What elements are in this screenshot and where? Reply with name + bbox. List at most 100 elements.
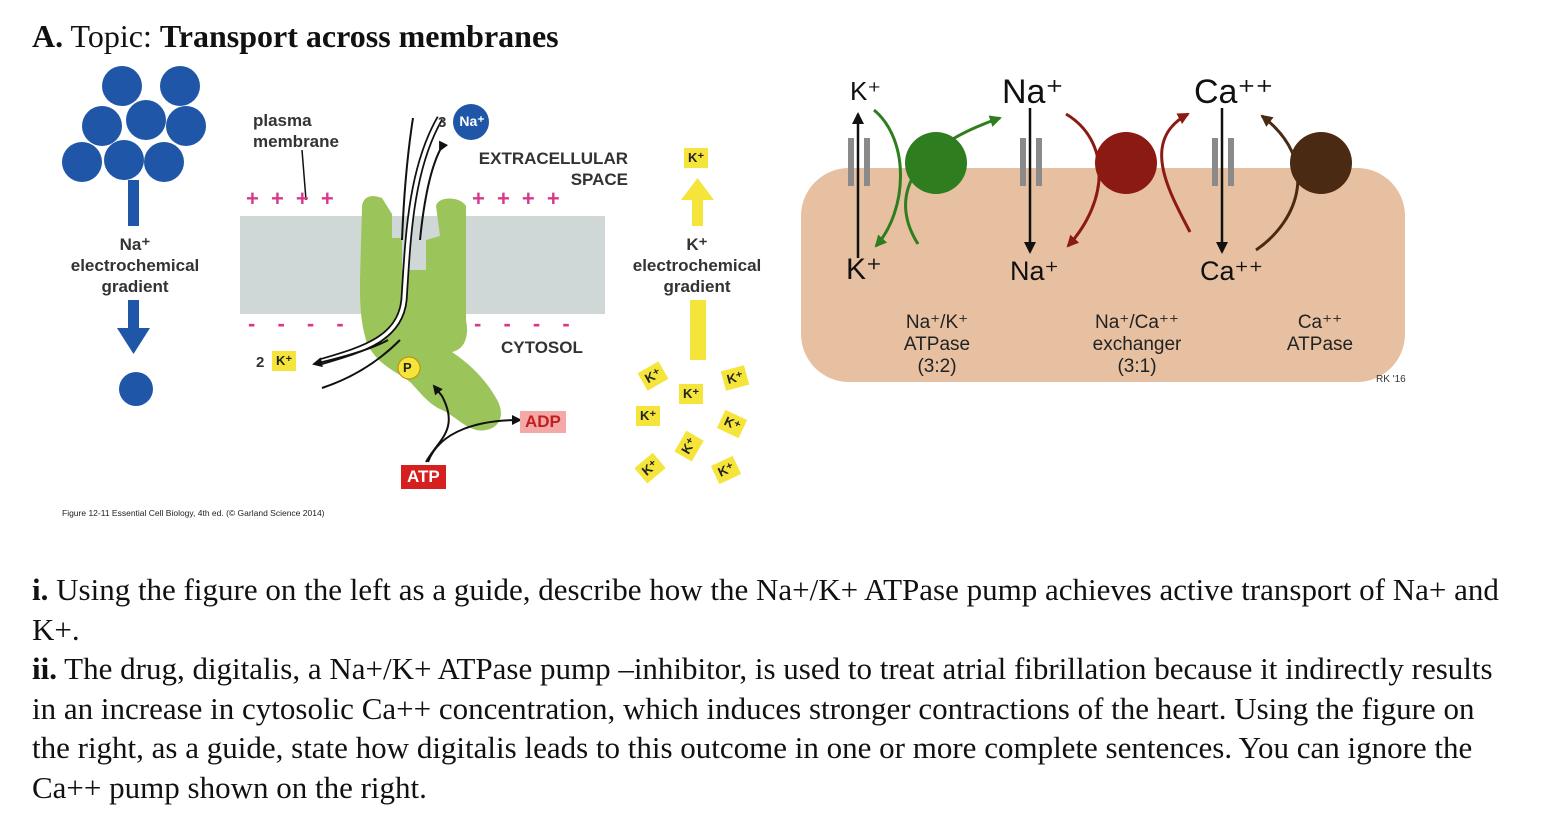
na-k-atpase-label: Na⁺/K⁺ ATPase (3:2) bbox=[882, 312, 992, 378]
plasma-membrane-label: plasma membrane bbox=[253, 110, 339, 152]
k-entry-arrow bbox=[312, 339, 389, 368]
question-2-text: The drug, digitalis, a Na+/K+ ATPase pum… bbox=[32, 651, 1493, 805]
na-ca-exchanger-label-line: exchanger bbox=[1092, 334, 1182, 355]
k-inside-label: K⁺ bbox=[846, 253, 882, 286]
ca-pump-out-arrow bbox=[1255, 114, 1300, 252]
na-inside-label: Na⁺ bbox=[1010, 256, 1059, 286]
k-outside-label: K⁺ bbox=[850, 76, 882, 106]
k-gradient-label-ion: K⁺ bbox=[686, 235, 708, 254]
na-gradient-arrow-shaft bbox=[128, 300, 139, 330]
cell-body bbox=[801, 168, 1405, 382]
k-gradient-arrow-shaft bbox=[692, 196, 703, 226]
phosphate-circle bbox=[397, 356, 421, 380]
na-ca-exchanger-label-line: (3:1) bbox=[1117, 356, 1157, 377]
na-gradient-label: Na⁺ electrochemical gradient bbox=[60, 234, 210, 297]
na-out-arrow bbox=[904, 115, 1002, 245]
figure-caption: Figure 12-11 Essential Cell Biology, 4th… bbox=[62, 508, 325, 518]
na-channel bbox=[1036, 138, 1042, 186]
na-gradient-label-line: gradient bbox=[101, 277, 169, 296]
ca-atpase-label-line: ATPase bbox=[1286, 334, 1354, 355]
na-ion-text: Na⁺ bbox=[459, 113, 485, 129]
ca-inside-label: Ca⁺⁺ bbox=[1200, 256, 1264, 286]
pump-protein bbox=[360, 196, 501, 431]
k-ion-box: K⁺ bbox=[636, 406, 661, 426]
phosphate-label: P bbox=[403, 360, 412, 375]
question-2-number: ii. bbox=[32, 651, 57, 686]
ca-atpase-label-line: Ca⁺⁺ bbox=[1297, 312, 1343, 333]
k-entry-line bbox=[321, 339, 401, 389]
left-figure-graphics bbox=[117, 104, 714, 463]
na-k-atpase-label-line: (3:2) bbox=[917, 356, 957, 377]
k-channel bbox=[848, 138, 854, 186]
na-ca-exchanger-label-line: Na⁺/Ca⁺⁺ bbox=[1095, 312, 1179, 333]
plasma-membrane-pointer bbox=[301, 149, 307, 201]
k-gradient-arrow-head bbox=[681, 178, 714, 200]
ca-out-arrow bbox=[1160, 112, 1192, 233]
na-ion-dot bbox=[126, 100, 166, 140]
plasma-membrane-label-line: membrane bbox=[253, 132, 339, 151]
na-exchange-in-arrow bbox=[1065, 112, 1101, 248]
k-ion-box: K⁺ bbox=[684, 148, 709, 168]
na-ion-dot bbox=[82, 106, 122, 146]
na-ion-dot bbox=[144, 142, 184, 182]
heart-cell-transport-figure: K⁺ Na⁺ Ca⁺⁺ K⁺ Na⁺ Ca⁺⁺ Na⁺/K⁺ ATPase (3… bbox=[790, 60, 1430, 400]
na-k-atpase-label-line: ATPase bbox=[903, 334, 971, 355]
question-1-number: i. bbox=[32, 572, 49, 607]
na-gradient-label-line: electrochemical bbox=[70, 256, 200, 275]
k-gradient-label-line: electrochemical bbox=[632, 256, 762, 275]
na-ion-dot bbox=[62, 142, 102, 182]
question-1-text: Using the figure on the left as a guide,… bbox=[32, 572, 1499, 647]
ca-outside-label: Ca⁺⁺ bbox=[1194, 73, 1274, 111]
question-2: ii. The drug, digitalis, a Na+/K+ ATPase… bbox=[32, 649, 1512, 807]
na-ion-dot bbox=[102, 66, 142, 106]
extracellular-label-line: EXTRACELLULAR bbox=[478, 149, 628, 168]
two-k-count: 2 bbox=[256, 354, 265, 371]
ca-channel bbox=[1212, 138, 1218, 186]
questions: i. Using the figure on the left as a gui… bbox=[32, 570, 1512, 807]
k-gradient-label-line: gradient bbox=[663, 277, 731, 296]
ca-atpase bbox=[1290, 132, 1352, 194]
na-outside-label: Na⁺ bbox=[1002, 73, 1064, 111]
k-ion-box: K⁺ bbox=[679, 384, 704, 404]
na-ion-dot bbox=[160, 66, 200, 106]
ca-channel bbox=[1228, 138, 1234, 186]
section-title: A. Topic: Transport across membranes bbox=[32, 18, 559, 54]
adp-label: ADP bbox=[520, 411, 566, 433]
na-k-pump-figure: Na⁺ electrochemical gradient plasma memb… bbox=[0, 0, 790, 530]
extracellular-label: EXTRACELLULAR SPACE bbox=[470, 148, 628, 190]
na-path-line bbox=[419, 140, 449, 241]
na-ca-exchanger bbox=[1095, 132, 1157, 194]
k-gradient-arrow-shaft bbox=[690, 300, 706, 360]
k-in-arrow bbox=[873, 108, 902, 248]
cytosol-label: CYTOSOL bbox=[501, 338, 583, 357]
k-ion-box: K⁺ bbox=[272, 351, 297, 371]
na-gradient-arrow-shaft bbox=[128, 180, 139, 226]
minus-charges-left: - - - - bbox=[248, 311, 352, 336]
atp-label: ATP bbox=[401, 465, 446, 489]
question-1: i. Using the figure on the left as a gui… bbox=[32, 570, 1512, 649]
plus-charges-right: + + + + bbox=[472, 186, 563, 211]
plus-charges-left: + + + + bbox=[246, 186, 337, 211]
na-k-atpase-label-line: Na⁺/K⁺ bbox=[905, 312, 969, 333]
right-figure-graphics bbox=[801, 108, 1405, 382]
na-ca-exchanger-label: Na⁺/Ca⁺⁺ exchanger (3:1) bbox=[1072, 312, 1202, 378]
atp-to-adp-arrow bbox=[427, 415, 522, 463]
na-path-line bbox=[401, 117, 414, 241]
extracellular-label-line: SPACE bbox=[570, 170, 628, 189]
na-gradient-label-ion: Na⁺ bbox=[119, 235, 151, 254]
minus-charges-right: - - - - bbox=[474, 311, 578, 336]
credit-label: RK '16 bbox=[1376, 374, 1406, 385]
k-gradient-label: K⁺ electrochemical gradient bbox=[624, 234, 770, 297]
plasma-membrane-label-line: plasma bbox=[253, 111, 312, 130]
na-ion-dot bbox=[119, 372, 153, 406]
na-ion-dot bbox=[104, 140, 144, 180]
k-channel bbox=[864, 138, 870, 186]
na-path-arrow bbox=[319, 117, 442, 364]
na-ion-dot bbox=[166, 106, 206, 146]
na-k-pump bbox=[905, 132, 967, 194]
na-gradient-arrow-head bbox=[117, 328, 150, 354]
na-ion-circle bbox=[453, 104, 489, 140]
ca-atpase-label: Ca⁺⁺ ATPase bbox=[1270, 312, 1370, 356]
three-na-count: 3 bbox=[438, 114, 447, 131]
na-channel bbox=[1020, 138, 1026, 186]
